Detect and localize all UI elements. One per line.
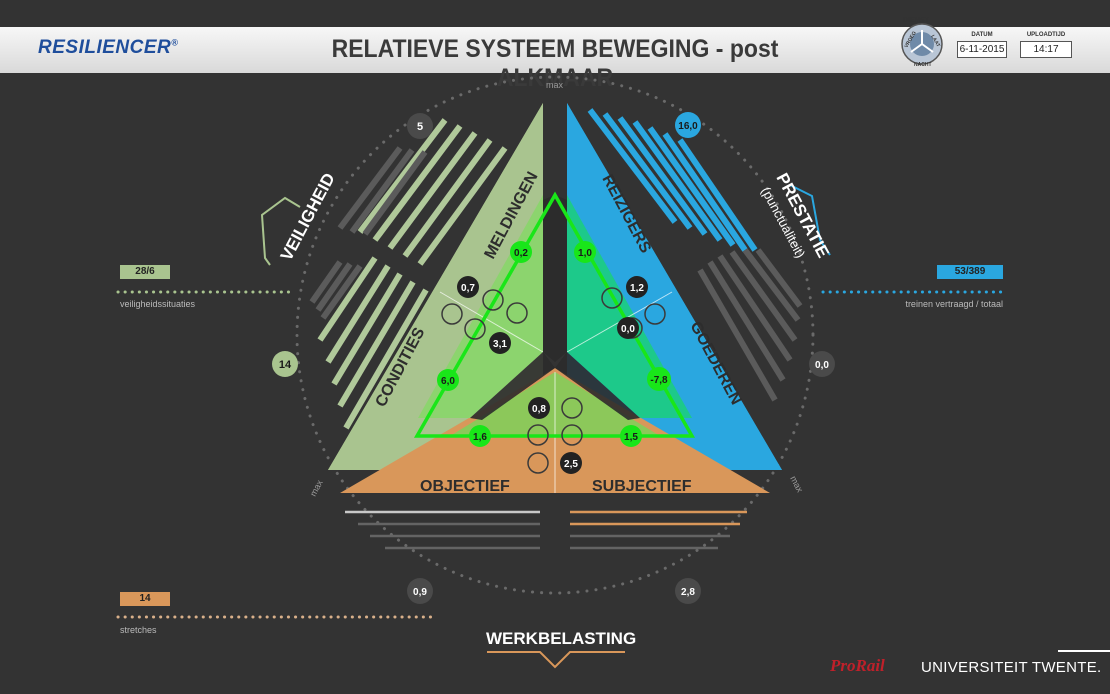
center-divider xyxy=(543,195,567,362)
prestatie-stripes-dark xyxy=(697,248,803,402)
veiligheid-stripes-light xyxy=(317,118,508,430)
veiligheid-count-label: veiligheidssituaties xyxy=(120,299,196,309)
datum-field[interactable]: 6-11-2015 xyxy=(957,41,1007,58)
green-value-subjectief: 1,5 xyxy=(624,432,638,443)
center-divider xyxy=(555,352,640,420)
werkbelasting-title: WERKBELASTING xyxy=(486,629,636,648)
prestatie-stripes xyxy=(587,108,803,402)
werkbelasting-count-box: 14 xyxy=(120,592,170,606)
max-label-right: max xyxy=(788,474,805,494)
prestatie-count-label: treinen vertraagd / totaal xyxy=(905,299,1003,309)
veiligheid-stripes xyxy=(309,118,508,430)
veiligheid-divider xyxy=(439,291,544,353)
dark-value-markers: 0,7 3,1 1,2 0,0 0,8 2,5 xyxy=(457,276,648,474)
dark-value-p-top: 1,2 xyxy=(630,283,644,294)
green-value-reizigers: 1,0 xyxy=(578,248,592,259)
ring-value-bottom-right: 2,8 xyxy=(681,587,695,598)
green-value-goederen: -7,8 xyxy=(650,375,668,386)
dienst-nacht[interactable]: NACHT xyxy=(914,62,932,68)
page-title: RELATIEVE SYSTEEM BEWEGING - post ALKMAA… xyxy=(331,35,779,92)
veiligheid-heading: VEILIGHEID xyxy=(260,170,339,266)
prestatie-stripes-blue xyxy=(587,108,758,252)
ring-value-left: 14 xyxy=(279,359,292,371)
prorail-logo: ProRail xyxy=(830,656,885,675)
max-label-left: max xyxy=(308,478,325,498)
ring-value-top-right: 16,0 xyxy=(678,121,698,132)
dark-value-w-bottom: 2,5 xyxy=(564,459,578,470)
veiligheid-title: VEILIGHEID xyxy=(277,170,339,264)
upload-time-field[interactable]: 14:17 xyxy=(1020,41,1072,58)
veiligheid-heading-bracket xyxy=(260,196,301,266)
footer-divider xyxy=(1058,650,1110,652)
prestatie-inner xyxy=(567,195,692,418)
veiligheid-stripes-dark xyxy=(309,146,428,320)
werkbelasting-stripes xyxy=(345,510,747,550)
dienst-dial-hand xyxy=(921,43,934,53)
werkbelasting-heading-bracket xyxy=(487,651,625,669)
ring-value-bottom-left: 0,9 xyxy=(413,587,427,598)
veiligheid-count-box: 28/6 xyxy=(120,265,170,279)
datum-label: DATUM xyxy=(971,32,993,38)
ring-value-top-left: 5 xyxy=(417,121,423,133)
max-label-top: max xyxy=(546,80,564,90)
dark-value-v-bottom: 3,1 xyxy=(493,339,507,350)
werkbelasting-count-label: stretches xyxy=(120,625,157,635)
werkbelasting-heading: WERKBELASTING xyxy=(486,629,636,669)
dienst-label: DIENST xyxy=(903,17,929,24)
dienst-dial-hand xyxy=(910,43,923,53)
ring-value-markers: 5 16,0 14 0,0 0,9 2,8 xyxy=(272,112,835,604)
green-value-objectief: 1,6 xyxy=(473,432,487,443)
dienst-selector[interactable]: VROEG LAAT NACHT xyxy=(901,23,943,68)
label-subjectief: SUBJECTIEF xyxy=(592,478,692,495)
universiteit-twente-logo: UNIVERSITEIT TWENTE. xyxy=(921,659,1102,676)
outer-dotted-ring xyxy=(295,75,815,595)
resiliencer-logo: RESILIENCER® xyxy=(38,37,179,58)
green-target-triangle xyxy=(413,191,696,438)
dienst-laat[interactable]: LAAT xyxy=(929,34,941,48)
prestatie-count-box: 53/389 xyxy=(937,265,1003,279)
center-divider xyxy=(470,352,555,420)
label-objectief: OBJECTIEF xyxy=(420,478,510,495)
green-value-condities: 6,0 xyxy=(441,376,455,387)
green-value-markers: 0,2 6,0 1,0 -7,8 1,6 1,5 xyxy=(437,241,671,447)
dark-value-w-top: 0,8 xyxy=(532,404,546,415)
upload-label: UPLOADTIJD xyxy=(1026,32,1066,38)
dark-value-v-top: 0,7 xyxy=(461,283,475,294)
prestatie-heading-bracket xyxy=(789,184,831,256)
dark-value-p-bottom: 0,0 xyxy=(621,324,635,335)
green-value-meldingen: 0,2 xyxy=(514,248,528,259)
ring-value-right: 0,0 xyxy=(815,360,829,371)
prestatie-heading: PRESTATIE (punctualiteit) xyxy=(758,170,833,261)
